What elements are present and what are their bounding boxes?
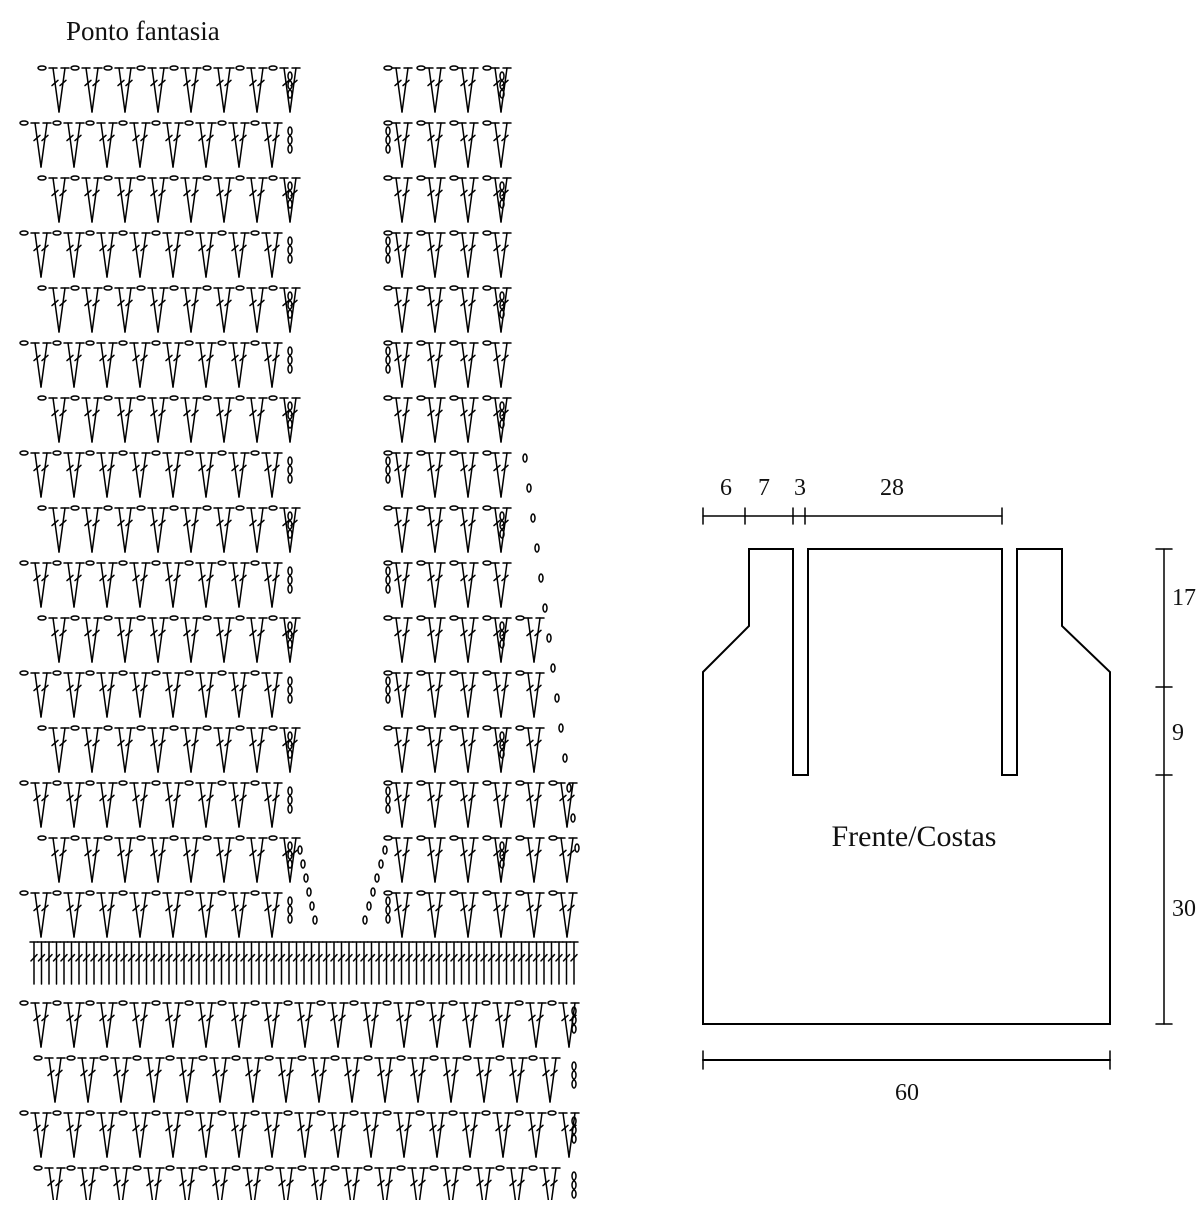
top-dimension: 6 7 3 28 [702, 475, 1003, 525]
dim-label-top-3: 3 [794, 475, 806, 501]
chart-title: Ponto fantasia [66, 16, 220, 46]
schematic: 6 7 3 28 17 9 30 60 [702, 475, 1196, 1106]
dim-label-right-17: 17 [1172, 585, 1196, 611]
right-dimension: 17 9 30 [1155, 548, 1196, 1025]
dim-label-top-28: 28 [880, 475, 904, 501]
piece-outline [702, 548, 1111, 1025]
dim-label-right-30: 30 [1172, 896, 1196, 922]
bottom-dimension: 60 [702, 1050, 1111, 1106]
dim-label-right-9: 9 [1172, 720, 1184, 746]
dim-label-top-7: 7 [758, 475, 770, 501]
dim-label-top-6: 6 [720, 475, 732, 501]
stitch-chart [19, 65, 580, 1205]
piece-label: Frente/Costas [832, 820, 997, 853]
dim-label-bottom-60: 60 [895, 1080, 919, 1106]
